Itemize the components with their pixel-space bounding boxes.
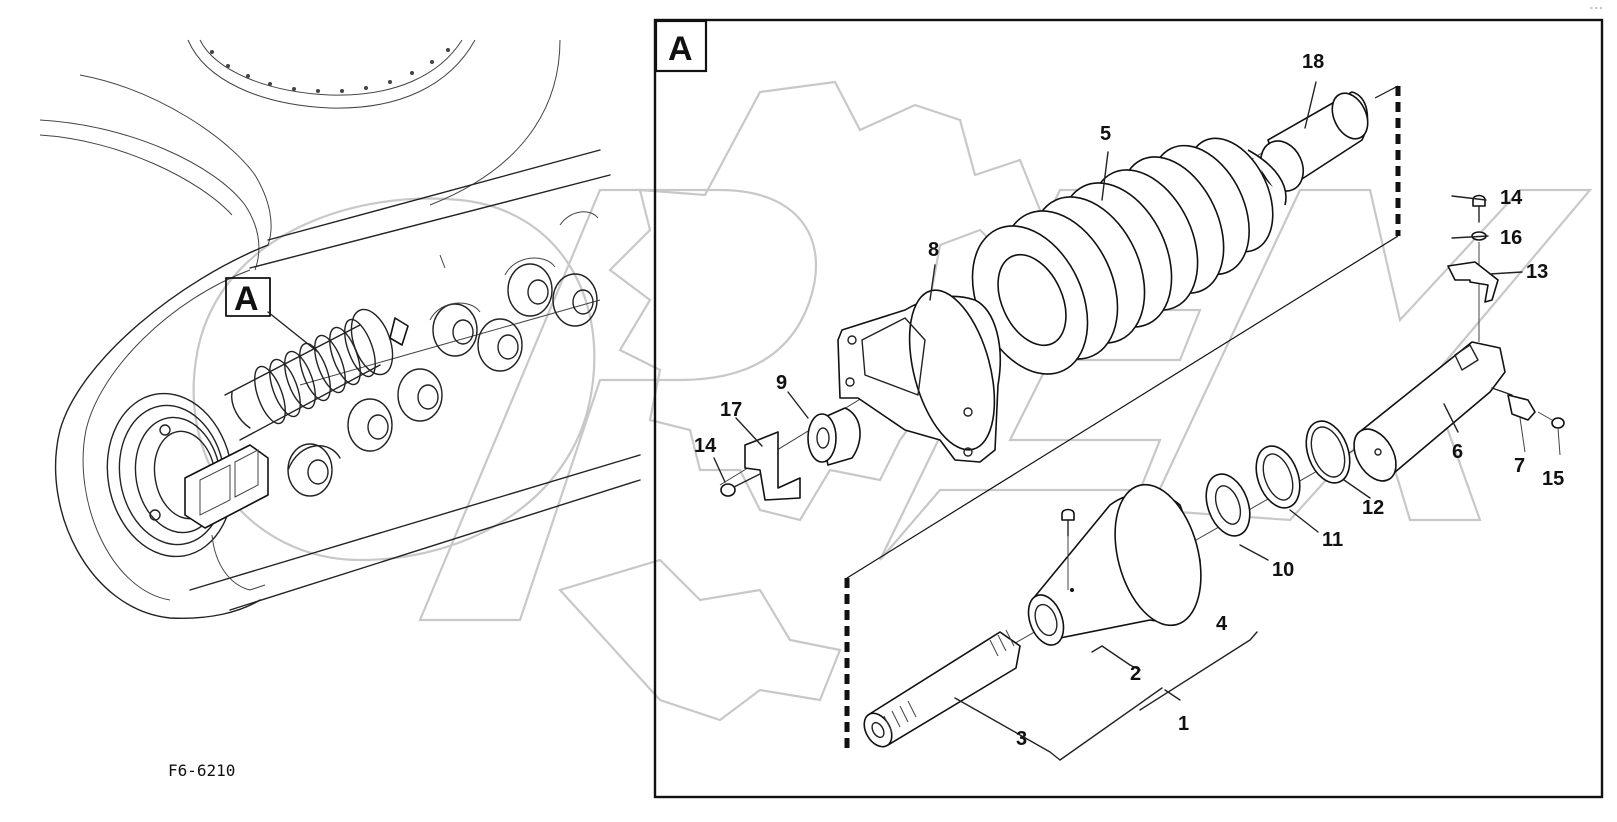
overview-recoil-spring [224, 308, 409, 441]
callout-6: 6 [1452, 441, 1463, 463]
part-3-threaded-rod [863, 629, 1021, 748]
detail-label: A [668, 30, 693, 68]
overview-callout-label: A [234, 280, 259, 318]
figure-code: F6-6210 [168, 761, 235, 780]
callout-18: 18 [1302, 51, 1324, 73]
part-13-lock-plate [1447, 261, 1499, 303]
part-5-recoil-spring [971, 137, 1287, 375]
callout-11: 11 [1322, 529, 1343, 551]
part-14-hub-bolt [1061, 508, 1075, 590]
callout-8: 8 [928, 239, 939, 261]
callout-3: 3 [1016, 728, 1027, 750]
part-6-cylinder [1353, 341, 1506, 482]
callout-2: 2 [1130, 663, 1141, 685]
part-11-ring [1255, 445, 1301, 509]
leader-lines [713, 81, 1523, 561]
callout-12: 12 [1362, 497, 1384, 519]
callout-17: 17 [720, 399, 742, 421]
callout-10: 10 [1272, 559, 1294, 581]
part-12-seal [1305, 420, 1351, 484]
callout-16: 16 [1500, 227, 1522, 249]
overview-rollers [287, 211, 599, 497]
callout-5: 5 [1100, 123, 1111, 145]
part-8-bracket [837, 289, 1002, 463]
callout-14-left: 14 [694, 435, 717, 457]
callout-14-right: 14 [1500, 187, 1523, 209]
machine-overview: A [39, 39, 641, 620]
callout-1: 1 [1178, 713, 1189, 735]
corner-mark: ° ° ° [1590, 6, 1602, 14]
callout-15: 15 [1542, 468, 1564, 490]
part-9-nut [807, 407, 861, 466]
part-7-grease-valve [1491, 387, 1536, 453]
section-break [844, 85, 1401, 750]
callout-7: 7 [1514, 455, 1525, 477]
part-10-ring [1205, 473, 1251, 537]
part-4-hub [1027, 483, 1202, 646]
part-15-cap [1537, 411, 1565, 456]
assembly-brackets [954, 631, 1258, 761]
detail-frame [653, 18, 1604, 799]
turntable-bolt-holes [210, 48, 450, 93]
callout-4: 4 [1216, 613, 1228, 635]
callout-9: 9 [776, 372, 787, 394]
part-14-bolt-left [720, 473, 761, 497]
part-17-lock-plate [744, 431, 801, 501]
callout-13: 13 [1526, 261, 1548, 283]
